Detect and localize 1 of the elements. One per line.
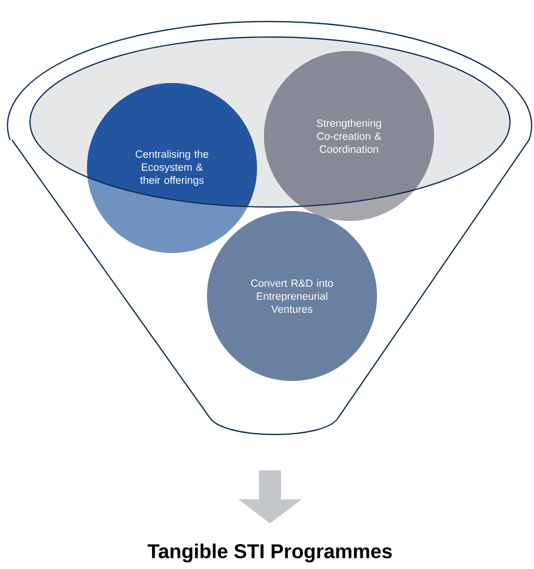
output-label: Tangible STI Programmes xyxy=(148,544,392,562)
